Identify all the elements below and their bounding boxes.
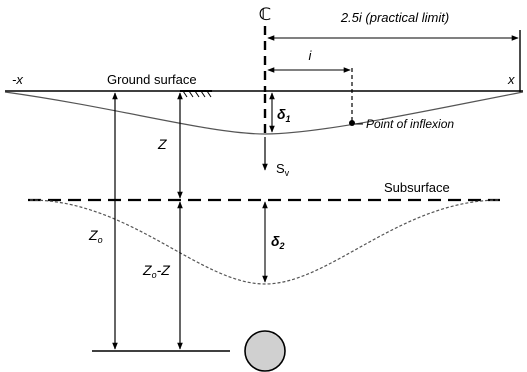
ground-surface-label: Ground surface <box>107 72 197 87</box>
zo-minus-z-label: Zo-Z <box>142 262 170 280</box>
practical-limit-label: 2.5i (practical limit) <box>340 10 449 25</box>
neg-x-label: -x <box>12 72 23 87</box>
subsurface-settlement-trough <box>29 199 501 285</box>
ground-hatch <box>180 90 212 98</box>
zo-label: Zo <box>88 227 103 245</box>
tunnel-icon <box>244 330 286 372</box>
point-of-inflexion-label: Point of inflexion <box>366 117 454 131</box>
delta2-label: δ2 <box>271 233 285 251</box>
surface-settlement-trough <box>4 91 524 135</box>
sv-label: Sv <box>276 161 290 178</box>
delta1-label: δ1 <box>277 106 291 124</box>
subsurface-label: Subsurface <box>384 180 450 195</box>
pos-x-label: x <box>507 72 515 87</box>
i-label: i <box>309 48 313 63</box>
z-label: Z <box>157 136 167 152</box>
inflexion-point <box>349 120 355 126</box>
centerline-symbol: ℂ <box>259 5 271 24</box>
